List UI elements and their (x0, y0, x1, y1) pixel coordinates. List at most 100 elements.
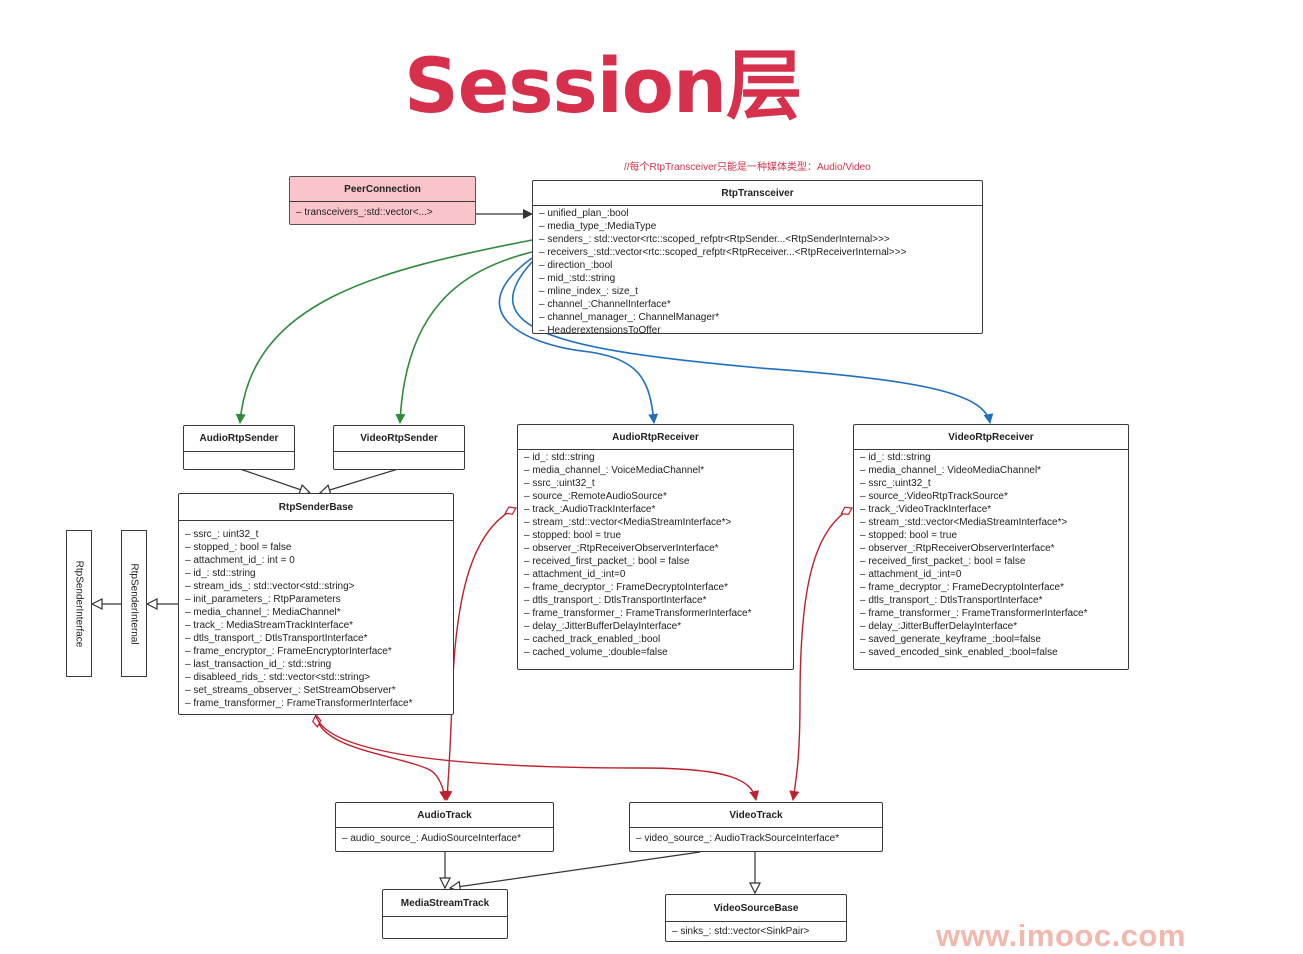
field: – cached_track_enabled_:bool (524, 634, 661, 645)
field: – HeaderextensionsToOffer (539, 325, 661, 334)
class-rtp-sender-base: RtpSenderBase – ssrc_: uint32_t – stoppe… (178, 493, 454, 715)
field: – observer_:RtpReceiverObserverInterface… (524, 543, 719, 554)
field: – disableed_rids_: std::vector<std::stri… (185, 672, 371, 683)
class-name: AudioRtpReceiver (518, 425, 793, 450)
class-peer-connection: PeerConnection – transceivers_:std::vect… (289, 176, 476, 225)
field: – stream_:std::vector<MediaStreamInterfa… (860, 517, 1068, 528)
video-track-inherit (450, 851, 701, 888)
field: – id_: std::string (524, 452, 595, 463)
class-name: VideoRtpSender (334, 426, 464, 452)
field: – cached_volume_:double=false (524, 647, 668, 658)
watermark: www.imooc.com (936, 918, 1186, 953)
field: – media_channel_: VideoMediaChannel* (860, 465, 1042, 476)
field: – ssrc_:uint32_t (860, 478, 931, 489)
class-media-stream-track: MediaStreamTrack (382, 889, 508, 939)
field: – frame_decryptor_: FrameDecryptoInterfa… (524, 582, 728, 593)
field: – media_channel_: VoiceMediaChannel* (524, 465, 705, 476)
field: – frame_transformer_: FrameTransformerIn… (860, 608, 1088, 619)
field: – video_source_: AudioTrackSourceInterfa… (636, 833, 840, 844)
class-audio-track: AudioTrack – audio_source_: AudioSourceI… (335, 802, 554, 852)
field: – mline_index_: size_t (539, 286, 638, 297)
field: – track_: MediaStreamTrackInterface* (185, 620, 354, 631)
field: – receivers_:std::vector<rtc::scoped_ref… (539, 247, 907, 258)
class-name: VideoSourceBase (666, 895, 846, 922)
page-title: Session层 (404, 41, 802, 130)
field: – sinks_: std::vector<SinkPair> (672, 926, 810, 937)
class-fields: – sinks_: std::vector<SinkPair> (666, 922, 846, 938)
field: – saved_encoded_sink_enabled_:bool=false (860, 647, 1058, 658)
green-arrow-video-sender (395, 251, 533, 424)
field: – last_transaction_id_: std::string (185, 659, 332, 670)
field: – source_:VideoRtpTrackSource* (860, 491, 1008, 502)
field: – stopped: bool = true (524, 530, 622, 541)
field: – audio_source_: AudioSourceInterface* (342, 833, 522, 844)
class-fields: – id_: std::string – media_channel_: Vid… (854, 450, 1128, 659)
field: – direction_:bool (539, 260, 613, 271)
class-fields: – transceivers_:std::vector<...> (290, 202, 475, 219)
class-video-rtp-receiver: VideoRtpReceiver – id_: std::string – me… (853, 424, 1129, 670)
field: – media_channel_: MediaChannel* (185, 607, 341, 618)
field: – id_: std::string (185, 568, 256, 579)
field: – channel_:ChannelInterface* (539, 299, 671, 310)
class-audio-rtp-sender: AudioRtpSender (183, 425, 295, 470)
field: – delay_:JitterBufferDelayInterface* (524, 621, 682, 632)
blue-arrow-video-receiver (511, 261, 994, 424)
field: – delay_:JitterBufferDelayInterface* (860, 621, 1018, 632)
red-audio-receiver-track (447, 508, 516, 800)
class-fields: – ssrc_: uint32_t – stopped_: bool = fal… (179, 521, 453, 710)
red-sender-audio-track (316, 715, 445, 800)
video-sender-inherit (320, 468, 399, 493)
blue-arrow-audio-receiver (498, 257, 659, 424)
class-name: RtpSenderBase (179, 494, 453, 521)
field: – mid_:std::string (539, 273, 616, 284)
class-rtp-transceiver: RtpTransceiver – unified_plan_:bool – me… (532, 180, 983, 334)
field: – senders_: std::vector<rtc::scoped_refp… (539, 234, 890, 245)
field: – stopped_: bool = false (185, 542, 292, 553)
class-name: RtpSenderInternal (128, 562, 140, 645)
field: – observer_:RtpReceiverObserverInterface… (860, 543, 1055, 554)
field: – dtls_transport_: DtlsTransportInterfac… (524, 595, 707, 606)
class-video-track: VideoTrack – video_source_: AudioTrackSo… (629, 802, 883, 852)
class-video-source-base: VideoSourceBase – sinks_: std::vector<Si… (665, 894, 847, 942)
class-audio-rtp-receiver: AudioRtpReceiver – id_: std::string – me… (517, 424, 794, 670)
class-name: VideoRtpReceiver (854, 425, 1128, 450)
field: – source_:RemoteAudioSource* (524, 491, 667, 502)
field: – channel_manager_: ChannelManager* (539, 312, 720, 323)
field: – stream_:std::vector<MediaStreamInterfa… (524, 517, 732, 528)
field: – transceivers_:std::vector<...> (296, 207, 433, 218)
field: – received_first_packet_: bool = false (860, 556, 1026, 567)
field: – ssrc_:uint32_t (524, 478, 595, 489)
field: – dtls_transport_: DtlsTransportInterfac… (860, 595, 1043, 606)
field: – frame_transformer_: FrameTransformerIn… (524, 608, 752, 619)
class-fields: – id_: std::string – media_channel_: Voi… (518, 450, 793, 659)
transceiver-note: //每个RtpTransceiver只能是一种媒体类型：Audio/Video (624, 162, 871, 173)
field: – frame_decryptor_: FrameDecryptoInterfa… (860, 582, 1064, 593)
field: – received_first_packet_: bool = false (524, 556, 690, 567)
field: – frame_transformer_: FrameTransformerIn… (185, 698, 413, 709)
class-rtp-sender-interface: RtpSenderInterface (66, 530, 92, 677)
field: – saved_generate_keyframe_:bool=false (860, 634, 1041, 645)
class-rtp-sender-internal: RtpSenderInternal (121, 530, 147, 677)
field: – id_: std::string (860, 452, 931, 463)
class-name: AudioTrack (336, 803, 553, 828)
class-name: VideoTrack (630, 803, 882, 828)
class-name: RtpTransceiver (533, 181, 982, 206)
class-name: AudioRtpSender (184, 426, 294, 452)
field: – track_:AudioTrackInterface* (524, 504, 656, 515)
field: – init_parameters_: RtpParameters (185, 594, 341, 605)
green-arrow-audio-sender (235, 239, 533, 424)
field: – attachment_id_:int=0 (860, 569, 962, 580)
field: – frame_encryptor_: FrameEncryptorInterf… (185, 646, 392, 657)
field: – media_type_:MediaType (539, 221, 657, 232)
field: – stopped: bool = true (860, 530, 958, 541)
audio-sender-inherit (239, 468, 310, 493)
field: – stream_ids_: std::vector<std::string> (185, 581, 355, 592)
class-fields: – audio_source_: AudioSourceInterface* (336, 828, 553, 845)
field: – track_:VideoTrackInterface* (860, 504, 992, 515)
field: – dtls_transport_: DtlsTransportInterfac… (185, 633, 368, 644)
field: – attachment_id_:int=0 (524, 569, 626, 580)
class-fields: – unified_plan_:bool – media_type_:Media… (533, 206, 982, 334)
field: – attachment_id_: int = 0 (185, 555, 295, 566)
class-fields: – video_source_: AudioTrackSourceInterfa… (630, 828, 882, 845)
